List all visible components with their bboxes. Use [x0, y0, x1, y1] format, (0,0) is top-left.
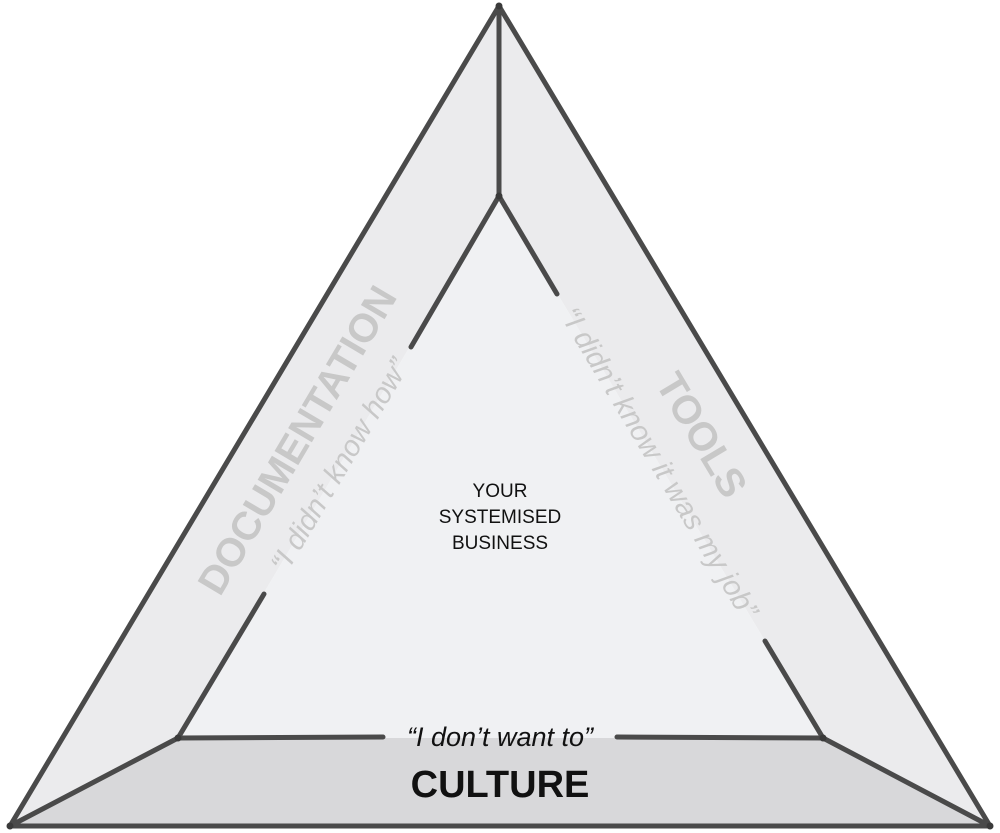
center-label-line-1: YOUR — [473, 481, 528, 502]
inner-left-edge-lower — [175, 591, 267, 741]
inner-right-vertex — [819, 734, 827, 742]
culture-title: CULTURE — [411, 764, 590, 806]
bottom-right-connector-line — [820, 735, 993, 829]
center-label-line-3: BUSINESS — [452, 533, 548, 554]
inner-bottom-edge-left — [175, 734, 386, 741]
inner-top-vertex — [495, 192, 503, 200]
center-label-line-2: SYSTEMISED — [439, 507, 561, 528]
inner-triangle-face — [178, 196, 823, 738]
top-vertex — [495, 2, 503, 10]
bottom-right-vertex — [986, 822, 994, 830]
inner-bottom-edge-right — [614, 734, 826, 741]
inner-left-vertex — [174, 734, 182, 742]
bottom-left-vertex — [6, 822, 14, 830]
outer-triangle-outline — [7, 3, 993, 829]
culture-face — [10, 738, 990, 826]
inner-left-edge-upper — [408, 193, 502, 350]
culture-quote: “I don’t want to” — [407, 722, 594, 752]
bottom-left-connector-line — [7, 735, 181, 829]
inner-right-edge-lower — [762, 638, 826, 741]
inner-right-edge-upper — [496, 193, 560, 297]
